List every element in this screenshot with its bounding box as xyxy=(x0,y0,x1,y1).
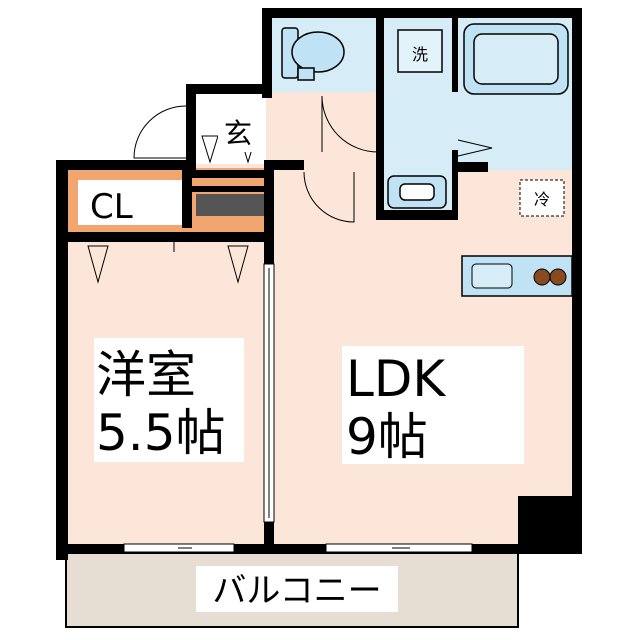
western-room-size: 5.5帖 xyxy=(96,404,226,462)
closet-label: CL xyxy=(90,187,133,227)
ldk-label-bg xyxy=(342,346,524,464)
shoe-box xyxy=(196,194,264,216)
fridge-label: 冷 xyxy=(534,190,550,209)
western-room-name: 洋室 xyxy=(96,346,196,404)
toilet-icon xyxy=(281,27,345,81)
entrance-label-bg xyxy=(218,112,258,152)
balcony-label: バルコニー xyxy=(212,571,381,611)
balcony-label-bg xyxy=(196,566,398,612)
south-windows xyxy=(123,543,473,553)
washing-machine-icon: 洗 xyxy=(397,29,443,73)
wash-basin-icon xyxy=(387,175,447,209)
kitchen-counter-icon xyxy=(461,255,573,297)
washer-label: 洗 xyxy=(412,45,428,64)
bathtub-icon xyxy=(463,23,569,95)
entrance-label: 玄 xyxy=(224,117,252,150)
western-label-bg xyxy=(94,338,244,462)
ldk-room-size: 9帖 xyxy=(346,408,428,466)
ldk-room-name: LDK xyxy=(346,350,446,408)
closet-inner xyxy=(78,180,182,225)
fridge-icon: 冷 xyxy=(519,179,565,217)
